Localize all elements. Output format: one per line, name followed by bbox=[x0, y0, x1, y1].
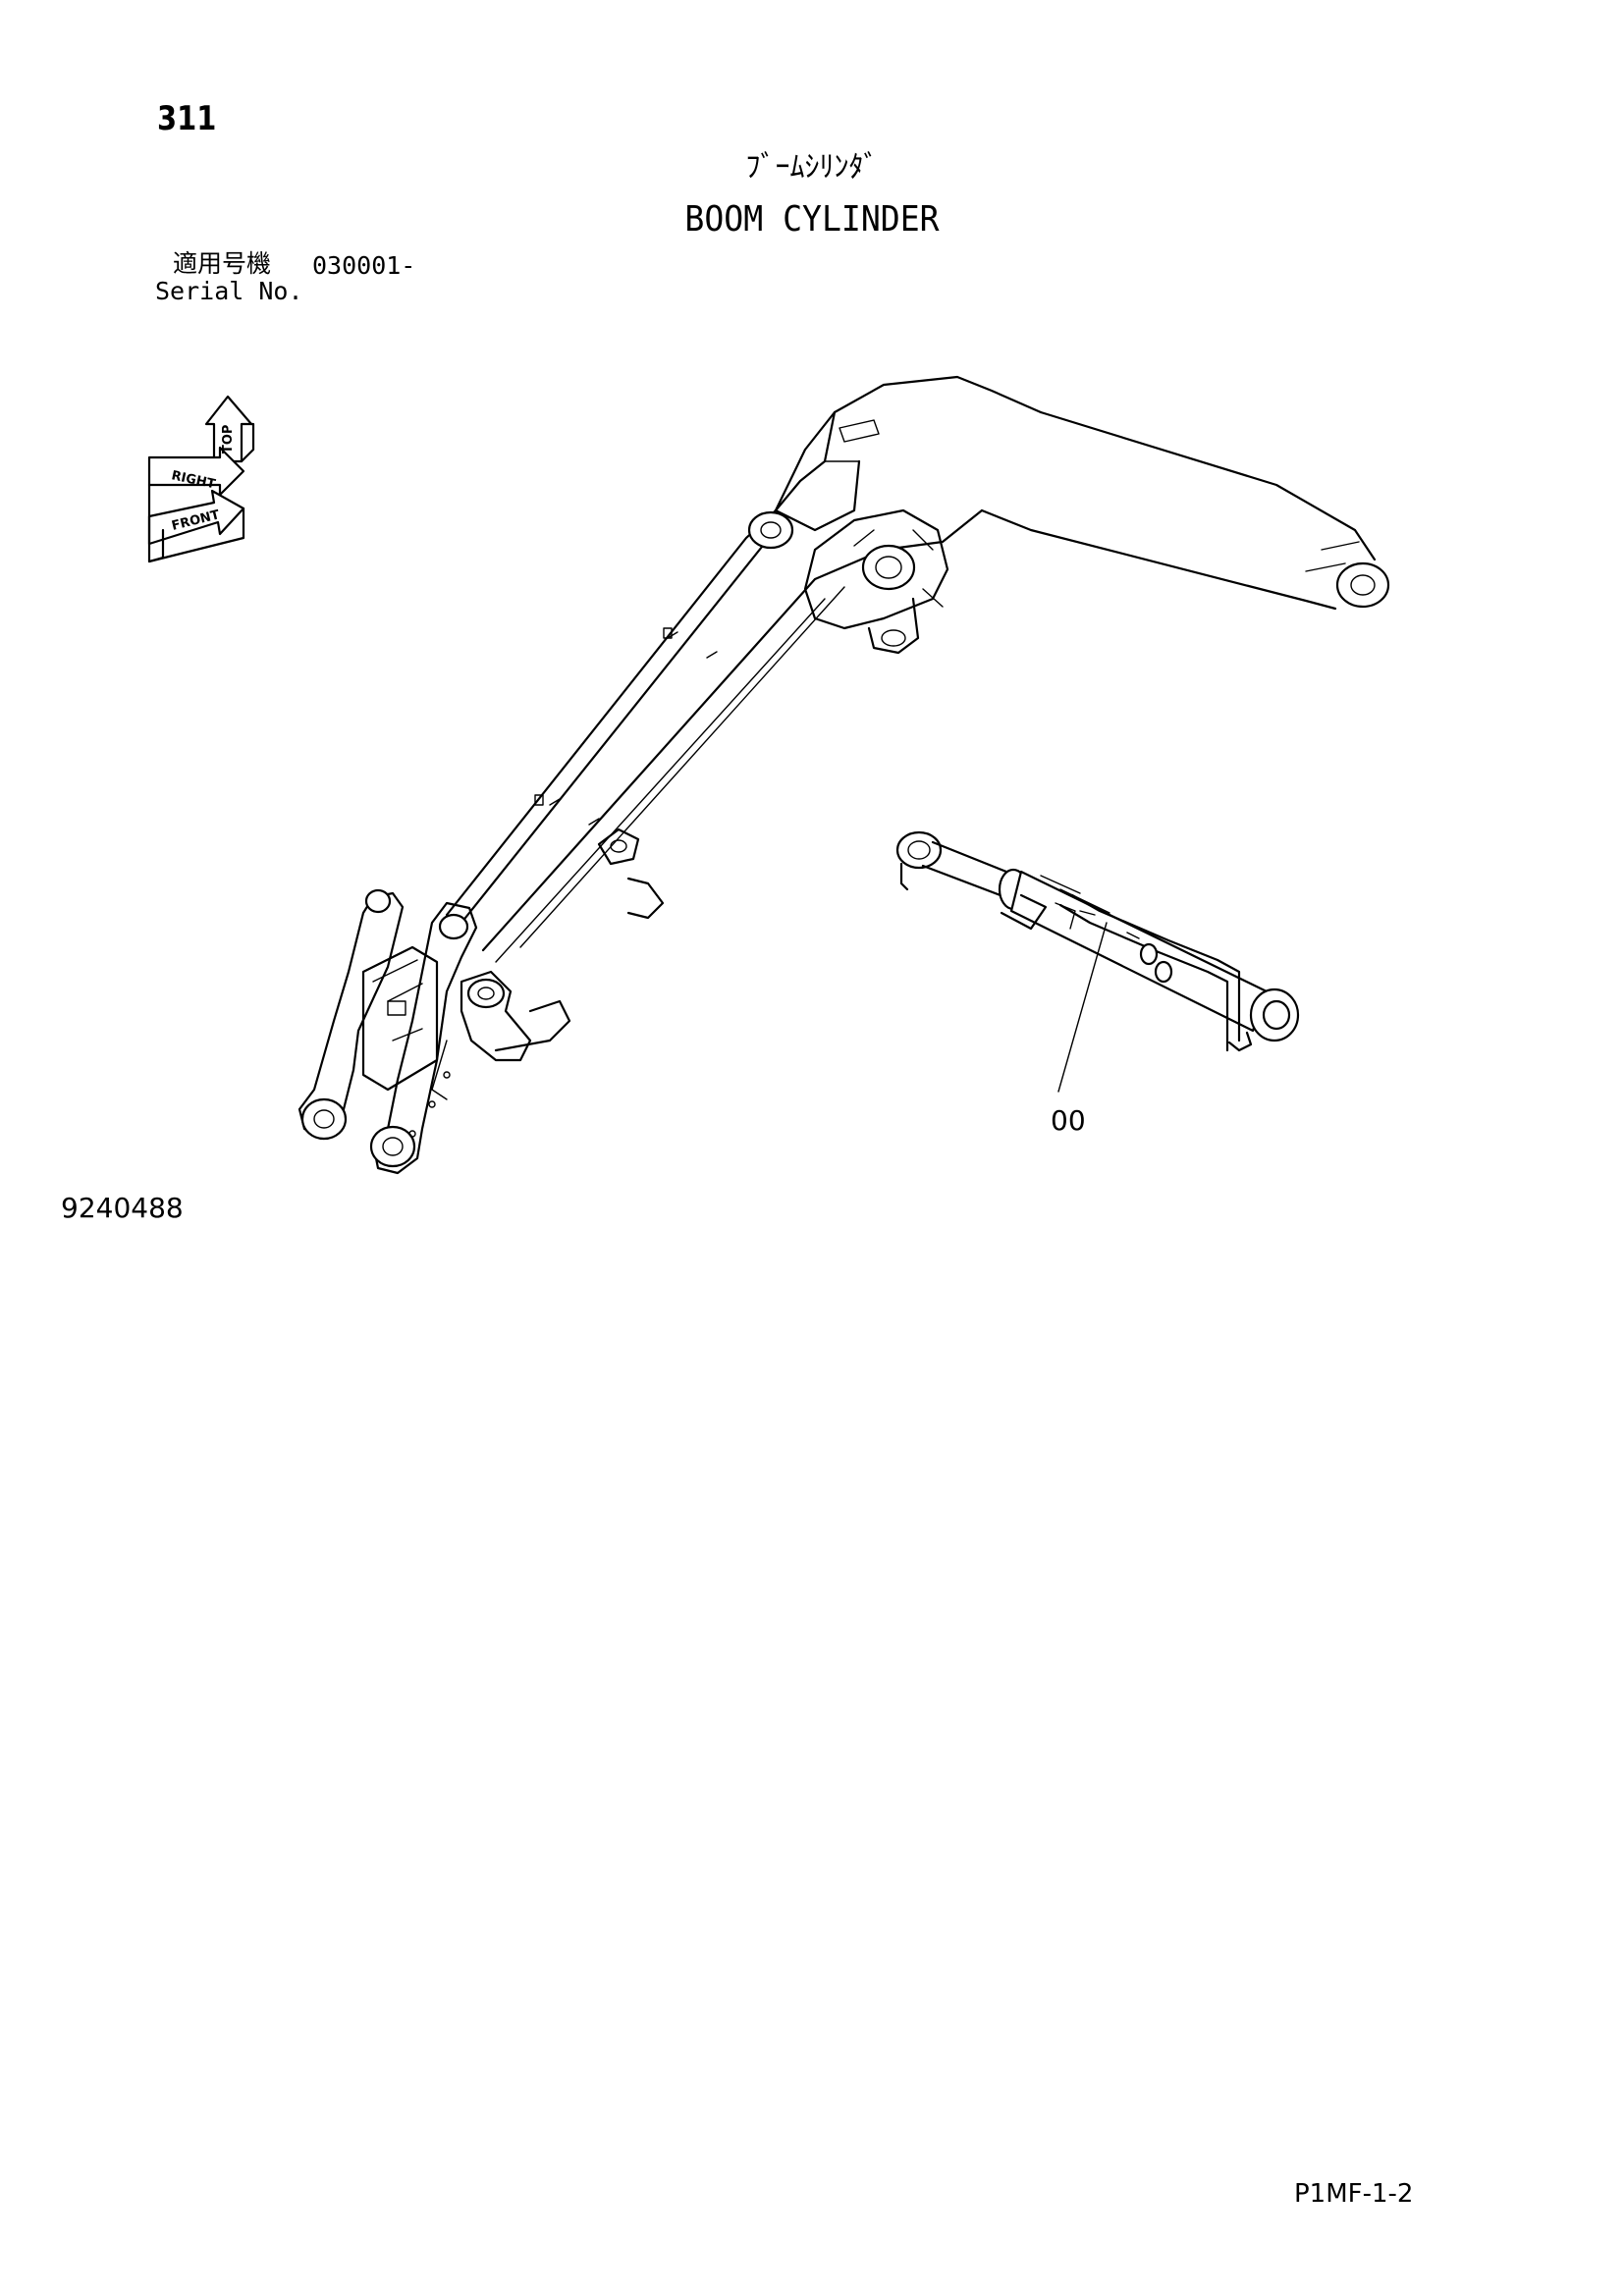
boom-drawing bbox=[298, 375, 1390, 1175]
serial-value: 030001- bbox=[312, 251, 416, 280]
boom-cylinder-part bbox=[895, 830, 1300, 1093]
drawing-number: 9240488 bbox=[61, 1192, 184, 1224]
page-code: P1MF-1-2 bbox=[1294, 2179, 1414, 2209]
top-arrow-icon bbox=[204, 395, 253, 463]
label-top: TOP bbox=[221, 425, 236, 454]
callout-label-00: 00 bbox=[1051, 1104, 1086, 1137]
callout-leader-line bbox=[1057, 922, 1108, 1093]
title-japanese: ﾌﾞｰﾑｼﾘﾝﾀﾞ bbox=[745, 150, 879, 185]
right-arrow-icon bbox=[147, 446, 245, 497]
orientation-indicator: TOP RIGHT FRONT bbox=[147, 395, 255, 563]
serial-label-japanese: 適用号機 bbox=[173, 249, 272, 278]
page-number: 311 bbox=[157, 99, 217, 138]
serial-label-english: Serial No. bbox=[155, 277, 303, 305]
title-english: BOOM CYLINDER bbox=[684, 199, 940, 240]
front-arrow-icon bbox=[147, 489, 245, 546]
